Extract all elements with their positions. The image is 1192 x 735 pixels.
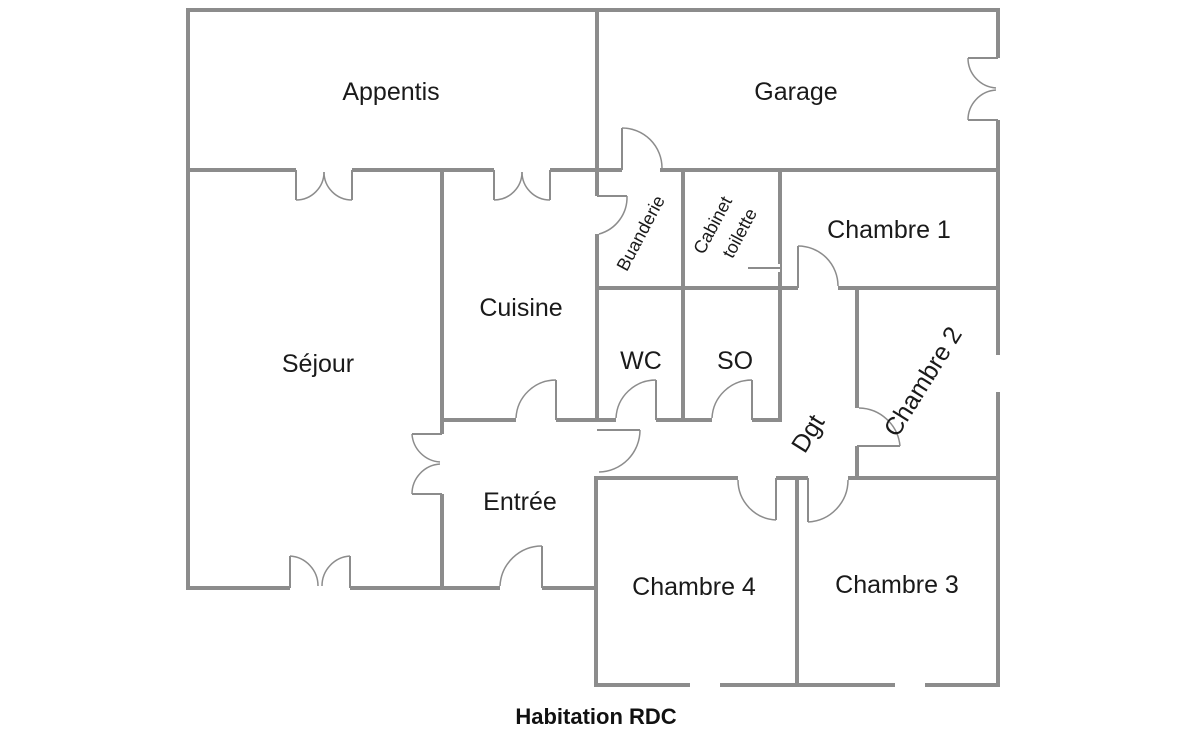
room-label-buanderie: Buanderie	[613, 192, 669, 274]
room-label-sejour: Séjour	[282, 350, 354, 378]
plan-caption: Habitation RDC	[515, 704, 677, 729]
room-label-garage: Garage	[754, 78, 837, 106]
room-label-so: SO	[717, 347, 753, 375]
room-label-dgt: Dgt	[786, 410, 830, 458]
room-label-chambre-1: Chambre 1	[827, 216, 951, 244]
room-label-chambre-2: Chambre 2	[879, 322, 968, 442]
room-label-entree: Entrée	[483, 488, 557, 516]
doors	[289, 57, 1002, 689]
room-label-wc: WC	[620, 347, 662, 375]
room-label-chambre-3: Chambre 3	[835, 571, 959, 599]
room-label-cuisine: Cuisine	[479, 294, 562, 322]
room-label-chambre-4: Chambre 4	[632, 573, 756, 601]
room-labels: Appentis Garage Buanderie Cabinet toilet…	[282, 78, 968, 601]
room-label-appentis: Appentis	[342, 78, 439, 106]
